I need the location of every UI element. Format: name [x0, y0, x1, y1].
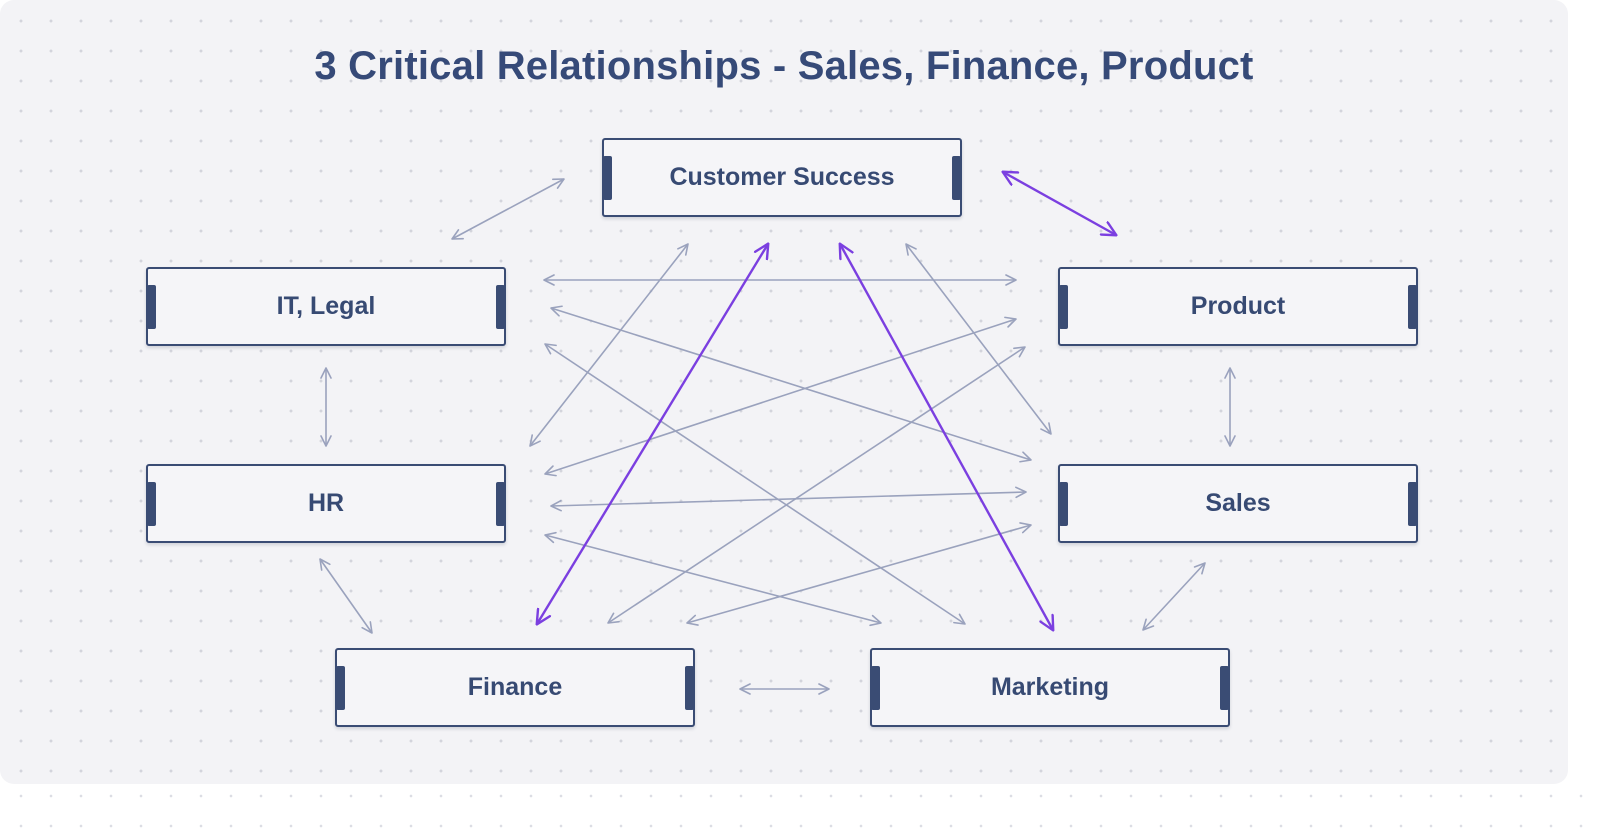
connector-sales-finance — [686, 522, 1032, 626]
connector-itlegal-customer-success — [451, 178, 565, 240]
node-label: Finance — [467, 673, 563, 701]
critical-connector-customer-success-finance — [537, 244, 768, 624]
left-handle[interactable] — [147, 482, 156, 526]
connector-sales-marketing — [1142, 562, 1206, 631]
left-handle[interactable] — [603, 156, 612, 200]
right-handle[interactable] — [1220, 666, 1229, 710]
right-handle[interactable] — [1408, 482, 1417, 526]
connector-hr-marketing — [544, 531, 882, 627]
left-handle[interactable] — [1059, 482, 1068, 526]
node-label: Sales — [1205, 489, 1271, 517]
node-customer-success[interactable]: Customer Success — [602, 138, 962, 217]
right-handle[interactable] — [496, 285, 505, 329]
node-product[interactable]: Product — [1058, 267, 1418, 346]
right-handle[interactable] — [1408, 285, 1417, 329]
critical-connector-customer-success-marketing — [840, 244, 1053, 630]
left-handle[interactable] — [336, 666, 345, 710]
node-label: Marketing — [990, 673, 1110, 701]
node-hr[interactable]: HR — [146, 464, 506, 543]
node-label: IT, Legal — [276, 292, 376, 320]
left-handle[interactable] — [1059, 285, 1068, 329]
connector-itlegal-marketing — [544, 343, 966, 625]
node-finance[interactable]: Finance — [335, 648, 695, 727]
right-handle[interactable] — [952, 156, 961, 200]
diagram-title: 3 Critical Relationships - Sales, Financ… — [314, 44, 1254, 88]
connector-product-finance — [607, 346, 1026, 624]
diagram-canvas: 3 Critical Relationships - Sales, Financ… — [0, 0, 1568, 784]
node-label: Customer Success — [669, 163, 895, 191]
critical-connector-customer-success-product — [1003, 172, 1116, 235]
node-label: Product — [1190, 292, 1286, 320]
relationship-connectors — [319, 0, 1236, 695]
connector-hr-product — [544, 316, 1017, 477]
left-handle[interactable] — [147, 285, 156, 329]
right-handle[interactable] — [685, 666, 694, 710]
left-handle[interactable] — [871, 666, 880, 710]
connector-itlegal-sales — [550, 305, 1032, 463]
node-sales[interactable]: Sales — [1058, 464, 1418, 543]
node-marketing[interactable]: Marketing — [870, 648, 1230, 727]
right-handle[interactable] — [496, 482, 505, 526]
connector-hr-finance — [319, 558, 373, 634]
background-dot-grid — [0, 784, 1600, 835]
node-it-legal[interactable]: IT, Legal — [146, 267, 506, 346]
node-label: HR — [307, 489, 345, 517]
